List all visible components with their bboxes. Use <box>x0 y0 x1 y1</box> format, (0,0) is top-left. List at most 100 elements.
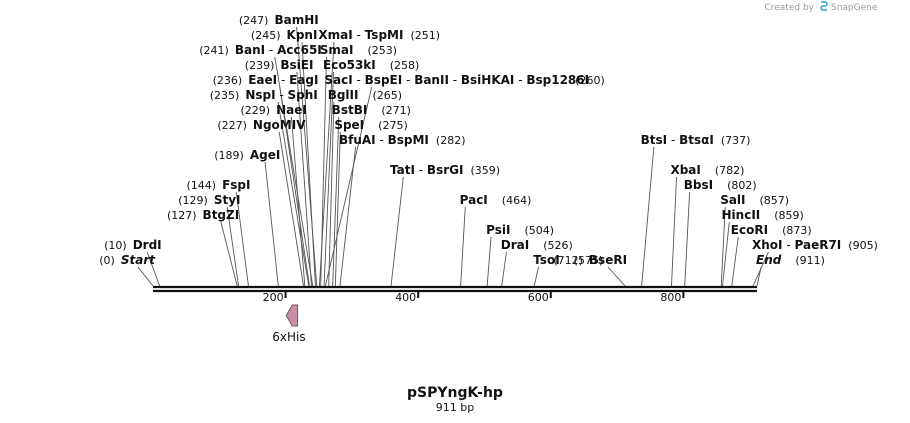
cut-line-11 <box>274 56 314 287</box>
site-position-31: (857) <box>760 194 790 207</box>
enzyme-name-22[interactable]: TatI - BsrGI <box>390 163 463 177</box>
site-position-26: (575) <box>574 254 604 267</box>
cut-line-23 <box>460 206 466 287</box>
enzyme-name-4[interactable]: FspI <box>222 178 250 192</box>
dna-backbone <box>153 285 757 293</box>
enzyme-name-32[interactable]: HincII <box>722 208 761 222</box>
enzyme-name-part: BfuAI <box>339 133 376 147</box>
enzyme-name-3[interactable]: StyI <box>214 193 241 207</box>
cut-line-17 <box>324 86 373 287</box>
enzyme-name-30[interactable]: BbsI <box>684 178 713 192</box>
site-position-19: (271) <box>381 104 411 117</box>
enzyme-name-13[interactable]: BamHI <box>274 13 318 27</box>
enzyme-name-17[interactable]: SacI - BspEI - BanII - BsiHKAI - Bsp1286… <box>324 73 589 87</box>
enzyme-name-part: SphI <box>288 88 318 102</box>
site-position-22: (359) <box>470 164 500 177</box>
enzyme-name-8[interactable]: NspI - SphI <box>245 88 317 102</box>
enzyme-name-part: EagI <box>289 73 318 87</box>
sequence-length: 911 bp <box>436 401 474 414</box>
enzyme-name-19[interactable]: BstBI <box>332 103 368 117</box>
enzyme-name-part: - <box>449 73 461 87</box>
enzyme-name-28[interactable]: BtsI - BtsαI <box>641 133 714 147</box>
site-position-6: (227) <box>217 119 247 132</box>
site-position-21: (282) <box>436 134 466 147</box>
enzyme-name-10[interactable]: BsiEI <box>280 58 313 72</box>
enzyme-name-23[interactable]: PacI <box>460 193 488 207</box>
site-position-9: (236) <box>213 74 243 87</box>
enzyme-name-part: SmaI <box>320 43 354 57</box>
site-position-25: (526) <box>543 239 573 252</box>
enzyme-name-6[interactable]: NgoMIV <box>253 118 306 132</box>
site-position-14: (251) <box>410 29 440 42</box>
enzyme-name-9[interactable]: EaeI - EagI <box>248 73 318 87</box>
enzyme-name-part: - <box>402 73 414 87</box>
cut-line-21 <box>339 146 357 287</box>
feature-arrow-left-icon[interactable] <box>285 304 299 327</box>
cut-line-6 <box>278 131 304 287</box>
enzyme-name-part: - <box>353 28 365 42</box>
site-position-4: (144) <box>186 179 216 192</box>
site-position-5: (189) <box>214 149 244 162</box>
credit-brand: SnapGene <box>831 3 878 13</box>
enzyme-name-18[interactable]: BglII <box>328 88 359 102</box>
enzyme-name-7[interactable]: NaeI <box>276 103 307 117</box>
enzyme-name-34[interactable]: XhoI - PaeR7I <box>752 238 841 252</box>
enzyme-name-part: Eco53kI <box>323 58 376 72</box>
enzyme-name-part: XhoI <box>752 238 783 252</box>
enzyme-name-part: PaeR7I <box>795 238 842 252</box>
cut-line-29 <box>671 176 678 287</box>
enzyme-name-2[interactable]: BtgZI <box>203 208 240 222</box>
site-position-34: (905) <box>848 239 878 252</box>
site-position-11: (241) <box>199 44 229 57</box>
enzyme-name-15[interactable]: SmaI <box>320 43 354 57</box>
enzyme-name-5[interactable]: AgeI <box>250 148 280 162</box>
enzyme-name-31[interactable]: SalI <box>720 193 745 207</box>
site-position-12: (245) <box>251 29 281 42</box>
enzyme-name-part: Bsp1286I <box>526 73 589 87</box>
cut-site-lines <box>137 26 769 287</box>
enzyme-name-29[interactable]: XbaI <box>670 163 700 177</box>
enzyme-name-12[interactable]: KpnI <box>287 28 318 42</box>
enzyme-name-14[interactable]: XmaI - TspMI <box>318 28 403 42</box>
enzyme-name-1[interactable]: DrdI <box>133 238 162 252</box>
enzyme-name-27[interactable]: BseRI <box>589 253 627 267</box>
enzyme-name-part: AgeI <box>250 148 280 162</box>
site-position-10: (239) <box>245 59 275 72</box>
enzyme-name-26[interactable]: TsoI <box>533 253 559 267</box>
site-position-0: (0) <box>99 254 115 267</box>
site-position-35: (911) <box>795 254 825 267</box>
enzyme-name-part: DrdI <box>133 238 162 252</box>
enzyme-name-0[interactable]: Start <box>121 253 156 267</box>
enzyme-name-24[interactable]: PsiI <box>486 223 510 237</box>
enzyme-name-part: BtsαI <box>679 133 714 147</box>
enzyme-name-part: - <box>277 73 289 87</box>
enzyme-name-part: HincII <box>722 208 761 222</box>
site-position-13: (247) <box>239 14 269 27</box>
cut-line-33 <box>731 236 739 287</box>
enzyme-name-part: BbsI <box>684 178 713 192</box>
enzyme-name-part: - <box>415 163 427 177</box>
cut-line-27 <box>607 266 626 287</box>
enzyme-name-20[interactable]: SpeI <box>334 118 364 132</box>
cut-line-35 <box>756 266 762 287</box>
site-position-2: (127) <box>167 209 197 222</box>
enzyme-name-16[interactable]: Eco53kI <box>323 58 376 72</box>
enzyme-name-part: - <box>276 88 288 102</box>
enzyme-name-33[interactable]: EcoRI <box>731 223 768 237</box>
site-position-29: (782) <box>715 164 745 177</box>
snapgene-logo-icon <box>820 1 828 11</box>
enzyme-name-25[interactable]: DraI <box>501 238 529 252</box>
site-position-28: (737) <box>721 134 751 147</box>
enzyme-name-21[interactable]: BfuAI - BspMI <box>339 133 429 147</box>
enzyme-name-35[interactable]: End <box>756 253 782 267</box>
cut-line-28 <box>641 146 655 287</box>
enzyme-name-part: BsrGI <box>427 163 464 177</box>
cut-line-22 <box>390 176 404 287</box>
cut-line-4 <box>235 191 249 287</box>
cut-line-25 <box>501 251 507 287</box>
cut-line-3 <box>226 206 239 287</box>
enzyme-name-part: EaeI <box>248 73 277 87</box>
enzyme-name-11[interactable]: BanI - Acc65I <box>235 43 322 57</box>
cut-line-31 <box>720 206 726 287</box>
